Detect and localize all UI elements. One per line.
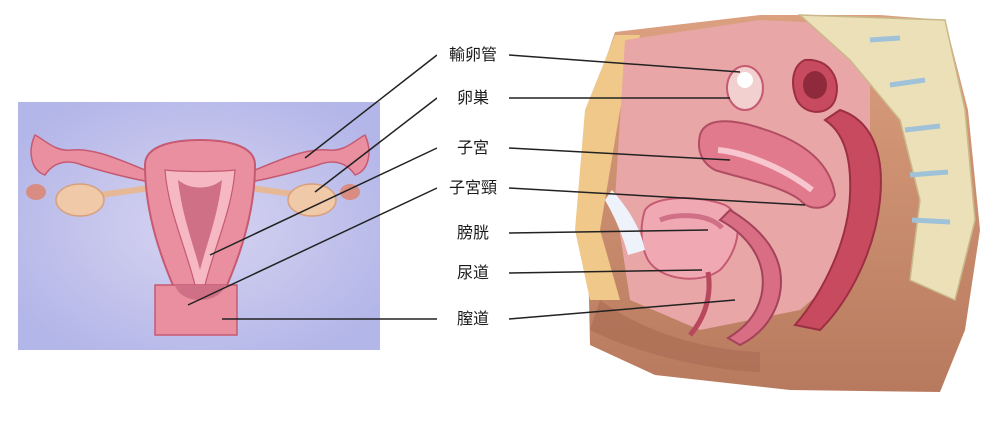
right-ovary: [288, 184, 336, 216]
label-bladder: 膀胱: [437, 220, 509, 246]
label-cervix: 子宮頸: [437, 175, 509, 201]
label-urethra: 尿道: [437, 260, 509, 286]
label-fallopian-tube: 輸卵管: [437, 42, 509, 68]
left-ovary: [56, 184, 104, 216]
frontal-view: [18, 102, 380, 350]
label-ovary: 卵巣: [437, 85, 509, 111]
bladder: [642, 198, 738, 279]
label-uterus: 子宮: [437, 135, 509, 161]
label-vagina: 膣道: [437, 306, 509, 332]
